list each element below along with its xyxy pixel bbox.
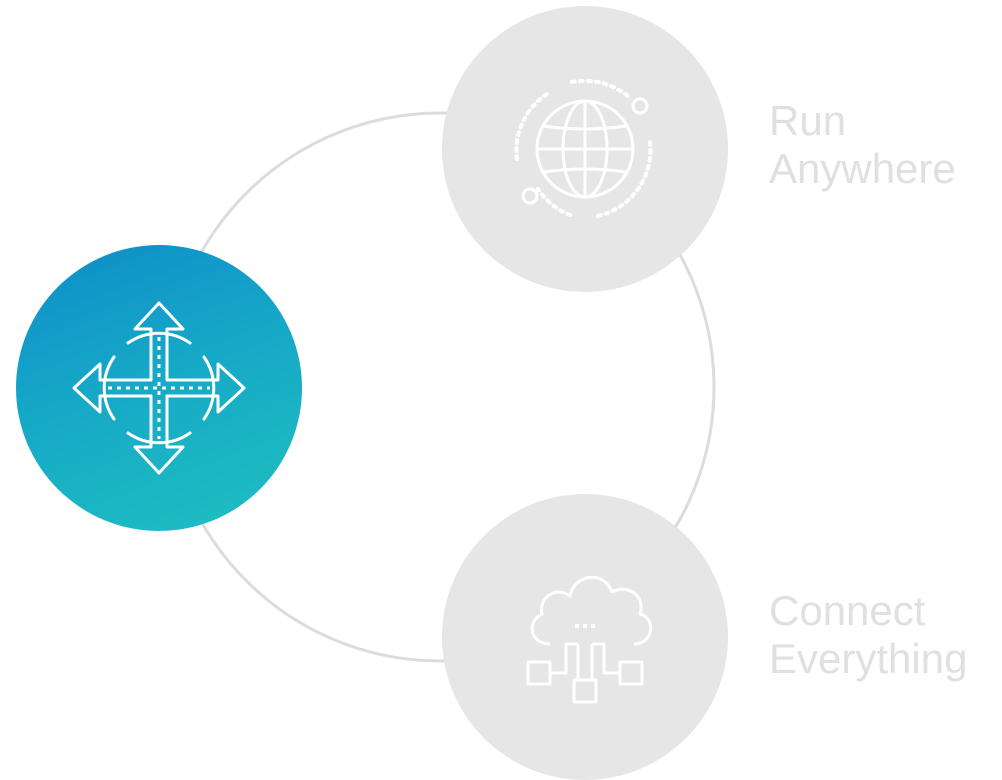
label-line: Anywhere [769,145,956,192]
node-scale[interactable] [16,245,302,531]
node-connect-everything[interactable] [442,494,728,780]
label-line: Connect [769,587,926,634]
label-line: Run [769,97,847,144]
cloud-network-icon [526,575,652,704]
label-line: Everything [769,635,968,682]
label-run-anywhere: Run Anywhere [769,97,956,193]
node-run-anywhere[interactable] [442,6,728,292]
globe-icon [514,78,653,218]
expand-arrows-icon [72,301,246,475]
label-connect-everything: Connect Everything [769,587,967,683]
